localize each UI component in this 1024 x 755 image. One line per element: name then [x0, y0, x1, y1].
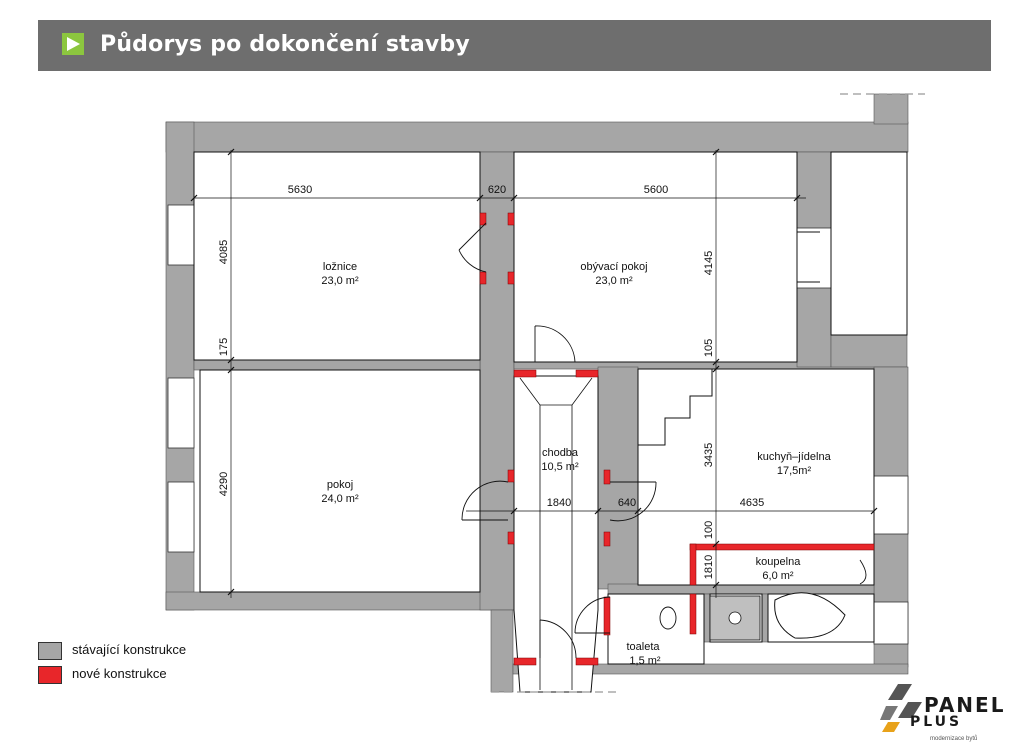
dimension-label: 175 — [218, 338, 230, 356]
room-name: obývací pokoj — [580, 261, 647, 273]
dimension-label: 5600 — [644, 184, 668, 196]
play-arrow-icon — [62, 33, 84, 55]
doors — [458, 222, 820, 659]
dimension-label: 1810 — [703, 555, 715, 579]
room-area: 1,5 m² — [629, 655, 661, 667]
room-name: chodba — [542, 447, 579, 459]
room-area: 23,0 m² — [595, 275, 633, 287]
legend-label: nové konstrukce — [72, 666, 167, 681]
logo-tagline: modernizace bytů — [930, 736, 978, 742]
room-name: toaleta — [626, 641, 660, 653]
dimension-label: 1840 — [547, 497, 571, 509]
new-walls — [479, 212, 875, 666]
logo-text-secondary: PLUS — [910, 714, 963, 730]
room-area: 6,0 m² — [762, 570, 794, 582]
room-labels: ložnice 23,0 m² obývací pokoj 23,0 m² po… — [321, 261, 831, 667]
dimension-label: 4635 — [740, 497, 764, 509]
bathtub-icon — [774, 592, 846, 639]
room-area: 10,5 m² — [541, 461, 579, 473]
room-area: 24,0 m² — [321, 493, 359, 505]
dimension-label: 4085 — [218, 240, 230, 264]
existing-walls — [165, 93, 909, 693]
logo-mark-icon — [880, 684, 922, 732]
kitchen-counter — [638, 369, 713, 446]
room-area: 17,5m² — [777, 465, 812, 477]
dimension-label: 3435 — [703, 443, 715, 467]
logo-text: PANEL — [924, 693, 1006, 717]
dimension-lines — [194, 150, 874, 598]
room-name: kuchyň–jídelna — [757, 451, 831, 463]
windows — [167, 204, 909, 645]
legend-swatch-gray — [38, 642, 62, 660]
dimension-label: 105 — [703, 339, 715, 357]
room-name: koupelna — [756, 556, 802, 568]
dimension-label: 4290 — [218, 472, 230, 496]
room-area: 23,0 m² — [321, 275, 359, 287]
dashed-boundary — [491, 93, 925, 693]
corridor — [513, 375, 599, 693]
toilet-icon — [659, 606, 677, 630]
page-title: Půdorys po dokončení stavby — [100, 32, 470, 57]
title-bar: Půdorys po dokončení stavby — [38, 20, 991, 71]
legend-swatch-red — [38, 666, 62, 684]
room-name: pokoj — [327, 479, 353, 491]
room-name: ložnice — [323, 261, 357, 273]
panel-plus-logo: PANEL PLUS modernizace bytů — [880, 680, 1015, 750]
dimension-label: 5630 — [288, 184, 312, 196]
dimension-labels: 5630 620 5600 4085 4145 175 105 4290 343… — [218, 184, 764, 579]
washbasin-icon — [859, 559, 867, 585]
legend-label: stávající konstrukce — [72, 642, 187, 657]
bathroom-fixtures — [659, 559, 867, 641]
dimension-label: 4145 — [703, 251, 715, 275]
dimension-ticks — [190, 148, 878, 596]
dimension-label: 640 — [618, 497, 636, 509]
dimension-label: 100 — [703, 521, 715, 539]
dimension-label: 620 — [488, 184, 506, 196]
